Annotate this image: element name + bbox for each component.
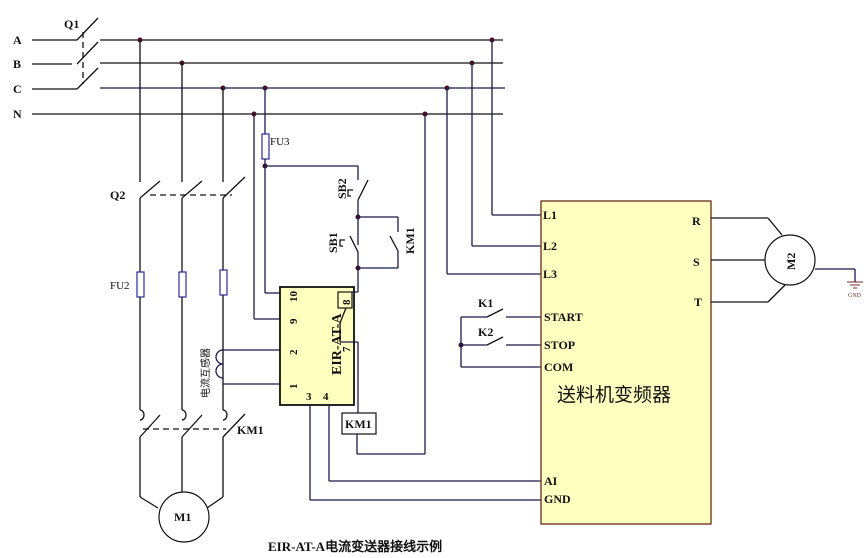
terminal-2: 2 (288, 349, 300, 355)
breaker-q1-label: Q1 (64, 17, 79, 31)
fuse-fu3-label: FU3 (270, 136, 290, 148)
bus-lines (32, 39, 505, 115)
ct-label: 电流互感器 (199, 348, 212, 398)
button-sb1-label: SB1 (326, 232, 340, 253)
transmitter-eir-at-a: EIR-AT-A 10 9 2 1 3 4 8 7 (279, 286, 359, 500)
inverter-ai: AI (544, 474, 558, 488)
transmitter-name: EIR-AT-A (330, 313, 345, 375)
phase-label-c: C (13, 82, 22, 96)
terminal-3: 3 (306, 391, 312, 403)
inverter-supply (446, 40, 541, 275)
phase-label-n: N (13, 107, 22, 121)
ground-label: GND (848, 293, 862, 299)
inverter: L1 L2 L3 START STOP COM AI GND R S T 送料机… (540, 200, 712, 525)
inverter-input-l3: L3 (543, 267, 557, 281)
current-transformer: 电流互感器 (199, 348, 280, 398)
inverter-stop: STOP (544, 338, 575, 352)
motor-m2 (764, 234, 816, 286)
motor-m1-label: M1 (174, 510, 191, 524)
inverter-input-l2: L2 (543, 239, 557, 253)
control-relays: K1 K2 (460, 296, 541, 368)
inverter-input-l1: L1 (543, 208, 557, 222)
breaker-q1: Q1 (32, 17, 99, 90)
button-sb2-label: SB2 (335, 178, 349, 199)
inverter-gnd: GND (544, 492, 571, 506)
motor-m2-label: M2 (784, 253, 798, 270)
terminal-7: 7 (341, 346, 353, 352)
terminal-1: 1 (288, 384, 300, 390)
contactor-km1-label: KM1 (237, 423, 264, 437)
fuse-fu3 (261, 133, 270, 160)
terminal-4: 4 (323, 391, 329, 403)
phase-label-b: B (13, 57, 21, 71)
phase-label-a: A (13, 33, 22, 47)
terminal-10: 10 (288, 291, 300, 303)
fuse-fu2-b (178, 271, 187, 298)
terminal-9: 9 (288, 318, 300, 324)
m1-branch: Q2 FU2 KM1 M1 (110, 40, 264, 543)
breaker-q2-label: Q2 (110, 188, 125, 202)
relay-k2-label: K2 (478, 325, 493, 339)
relay-k1-label: K1 (478, 296, 493, 310)
diagram-title: EIR-AT-A电流变送器接线示例 (268, 539, 442, 554)
fuse-fu2-c (219, 269, 228, 296)
fuse-fu2-label: FU2 (110, 280, 130, 292)
inverter-output-t: T (694, 295, 702, 309)
contactor-km1-coil: KM1 (341, 114, 426, 455)
motor-m2-group: M2 GND (711, 217, 863, 303)
motor-m1 (158, 491, 210, 543)
inverter-start: START (544, 310, 583, 324)
inverter-output-r: R (692, 214, 701, 228)
fuse-fu2-a (136, 271, 145, 298)
inverter-name: 送料机变频器 (557, 384, 671, 406)
inverter-com: COM (544, 360, 573, 374)
control-circuit: FU3 SB2 SB1 KM1 (253, 88, 417, 320)
contactor-km1-aux-label: KM1 (403, 227, 417, 254)
terminal-8: 8 (341, 299, 353, 305)
inverter-output-s: S (693, 255, 700, 269)
coil-label: KM1 (345, 417, 372, 431)
